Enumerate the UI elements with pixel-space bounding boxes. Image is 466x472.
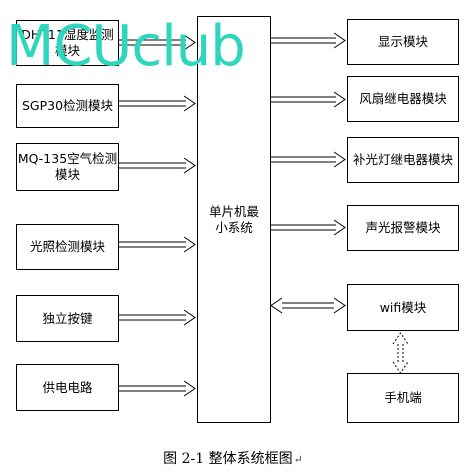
arrow-sgp30-to-mcu [119, 95, 196, 112]
mcu-minimum-system-label: 单片机最小系统 [208, 203, 259, 235]
arrow-mcu-to-lamp [271, 151, 346, 168]
arrow-mcu-to-alarm [271, 219, 346, 236]
arrow-mcu-to-fan [271, 91, 346, 108]
module-power-supply: 供电电路 [16, 364, 119, 411]
figure-caption: 图 2-1 整体系统框图↵ [0, 448, 466, 468]
module-light-sensor-label: 光照检测模块 [29, 239, 105, 254]
module-display-label: 显示模块 [377, 34, 428, 49]
module-sgp30: SGP30检测模块 [16, 84, 119, 128]
figure-caption-text: 图 2-1 整体系统框图 [163, 451, 293, 467]
module-alarm: 声光报警模块 [347, 205, 459, 251]
module-light-sensor: 光照检测模块 [16, 224, 119, 270]
arrow-mcu-wifi-bidirectional [270, 297, 346, 314]
module-dht11: DHT11湿度监测模块 [16, 20, 119, 66]
module-button-label: 独立按键 [42, 310, 93, 326]
module-power-supply-label: 供电电路 [42, 379, 93, 395]
arrow-power-to-mcu [119, 380, 196, 397]
output-arrows [270, 32, 409, 374]
module-wifi-label: wifi模块 [379, 299, 427, 315]
arrow-mcu-to-display [271, 32, 346, 49]
module-lamp-relay: 补光灯继电器模块 [347, 137, 459, 183]
arrow-mq135-to-mcu [119, 157, 196, 174]
arrow-dht11-to-mcu [119, 34, 196, 51]
input-arrows [119, 34, 196, 397]
watermark: MCUclub [6, 14, 246, 79]
module-wifi: wifi模块 [347, 284, 459, 331]
module-mq135: MQ-135空气检测模块 [16, 143, 119, 191]
module-phone-label: 手机端 [384, 390, 422, 405]
module-display: 显示模块 [347, 19, 459, 65]
module-sgp30-label: SGP30检测模块 [21, 98, 114, 113]
return-mark: ↵ [293, 453, 303, 466]
module-lamp-relay-label: 补光灯继电器模块 [352, 152, 453, 167]
module-dht11-label: DHT11湿度监测模块 [21, 27, 114, 58]
module-button: 独立按键 [16, 295, 119, 342]
module-mq135-label: MQ-135空气检测模块 [17, 151, 118, 182]
arrow-button-to-mcu [119, 309, 196, 326]
arrow-light-to-mcu [119, 236, 196, 253]
module-phone: 手机端 [347, 373, 459, 423]
module-fan-relay-label: 风扇继电器模块 [359, 91, 447, 106]
module-fan-relay: 风扇继电器模块 [347, 76, 459, 122]
arrow-wifi-phone-wireless [392, 332, 409, 374]
mcu-minimum-system: 单片机最小系统 [197, 16, 271, 423]
module-alarm-label: 声光报警模块 [365, 220, 441, 235]
